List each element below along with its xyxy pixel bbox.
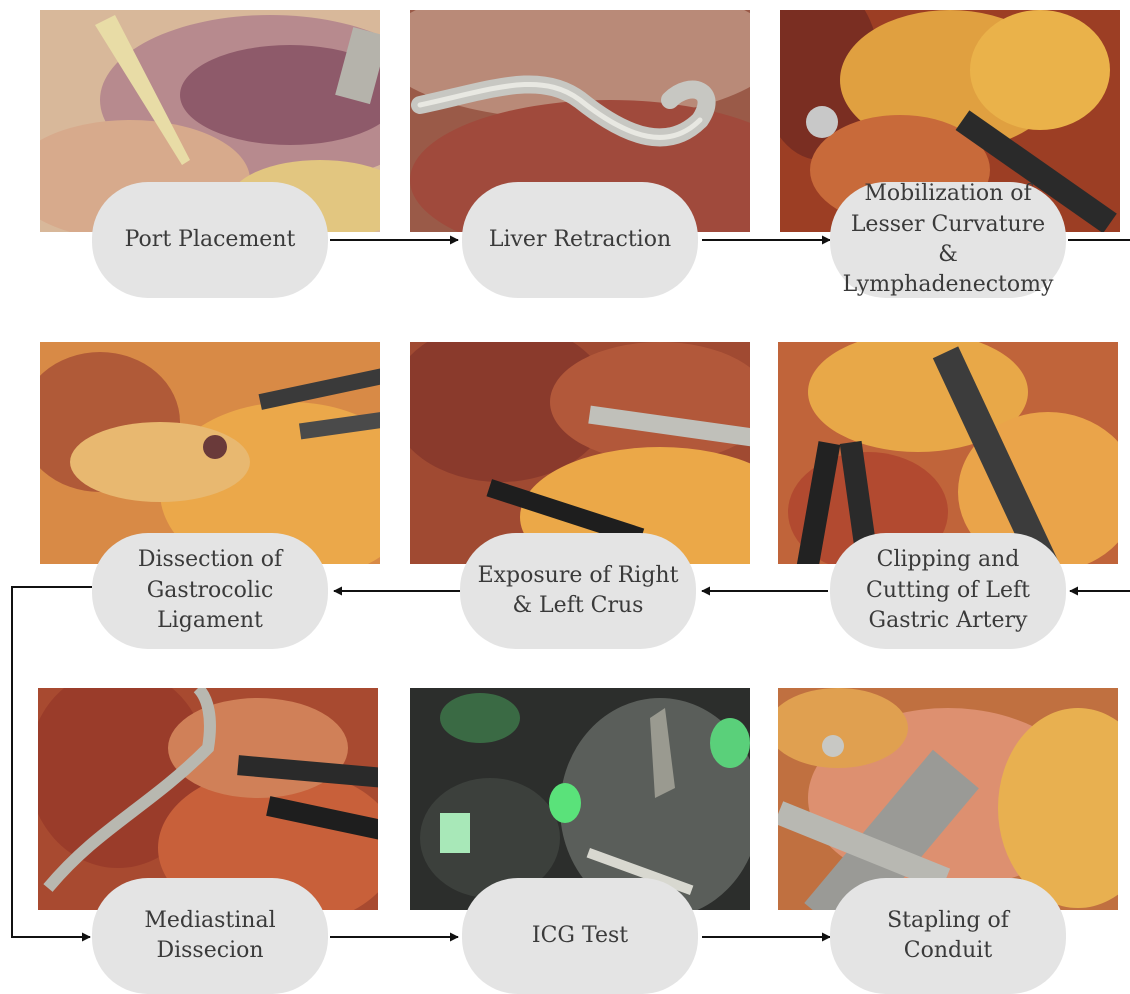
arrow-dissection-to-mediastinal — [12, 587, 92, 937]
step-stapling-conduit: Stapling of Conduit — [830, 878, 1066, 994]
step-liver-retraction: Liver Retraction — [462, 182, 698, 298]
step-icg-test: ICG Test — [462, 878, 698, 994]
step-exposure-crus: Exposure of Right & Left Crus — [460, 533, 696, 649]
step-mobilization-lesser-curvature: Mobilization of Lesser Curvature & Lymph… — [830, 182, 1066, 298]
step-clipping-left-gastric-artery: Clipping and Cutting of Left Gastric Art… — [830, 533, 1066, 649]
step-dissection-gastrocolic-ligament: Dissection of Gastrocolic Ligament — [92, 533, 328, 649]
step-port-placement: Port Placement — [92, 182, 328, 298]
step-mediastinal-dissection: Mediastinal Dissecion — [92, 878, 328, 994]
